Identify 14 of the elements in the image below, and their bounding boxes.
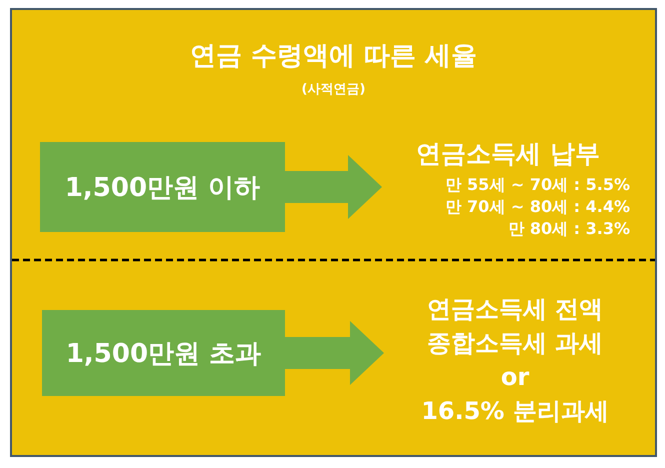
result-text: or (500, 362, 530, 393)
tax-rate-line: 만 55세 ~ 70세 : 5.5% (444, 174, 631, 196)
tax-rate-line: 만 70세 ~ 80세 : 4.4% (444, 196, 631, 218)
block-arrow (285, 321, 384, 385)
tax-rate-line: 만 80세 : 3.3% (507, 218, 631, 240)
block-arrow (285, 155, 382, 219)
result-heading: 연금소득세 납부 (415, 138, 601, 170)
result-text: 연금소득세 전액 (426, 294, 604, 325)
amount-box: 1,500만원 이하 (40, 142, 285, 232)
title: 연금 수령액에 따른 세율 (188, 40, 478, 73)
subtitle: (사적연금) (300, 81, 366, 98)
result-text: 종합소득세 과세 (426, 328, 604, 359)
result-text: 16.5% 분리과세 (420, 396, 610, 427)
amount-box: 1,500만원 초과 (42, 310, 285, 396)
